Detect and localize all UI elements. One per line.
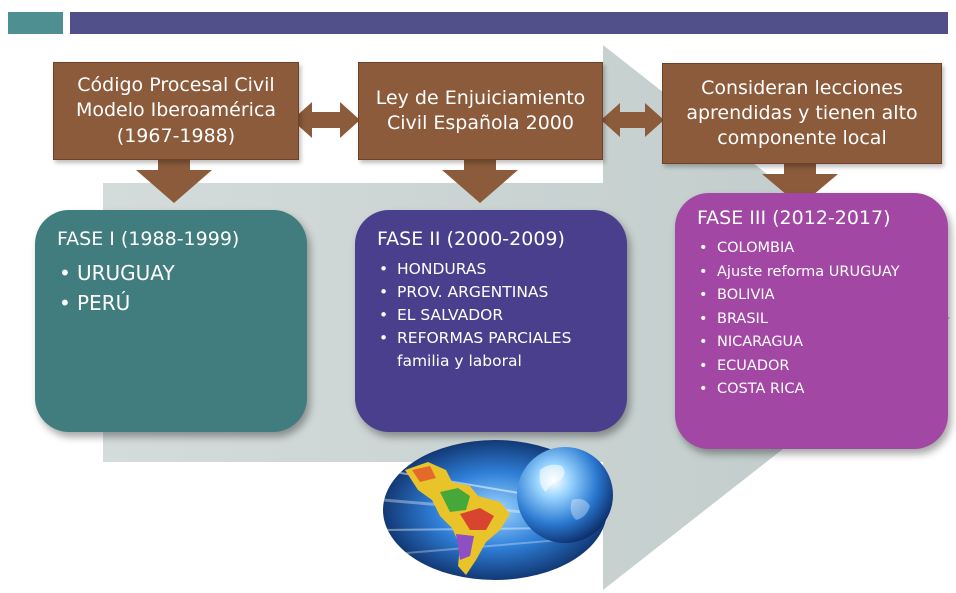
down-arrow-2 [442,158,518,203]
phase-list: HONDURAS PROV. ARGENTINAS EL SALVADOR RE… [377,258,605,373]
phase-box-1: FASE I (1988-1999) URUGUAY PERÚ [35,210,307,432]
header-box-ley-enjuiciamiento: Ley de Enjuiciamiento Civil Española 200… [358,62,603,160]
phase-list: COLOMBIA Ajuste reforma URUGUAY BOLIVIA … [697,237,926,402]
header-box-lecciones: Consideran lecciones aprendidas y tienen… [662,63,942,164]
double-arrow-2 [601,103,664,137]
list-item: REFORMAS PARCIALES familia y laboral [377,327,605,373]
down-arrow-1 [136,158,212,203]
list-item: EL SALVADOR [377,304,605,327]
list-item: COLOMBIA [697,237,926,261]
list-item: HONDURAS [377,258,605,281]
phase-title: FASE III (2012-2017) [697,207,891,229]
phase-box-3: FASE III (2012-2017) COLOMBIA Ajuste ref… [675,193,948,449]
header-box-codigo-procesal: Código Procesal Civil Modelo Iberoaméric… [53,62,299,160]
phase-title: FASE II (2000-2009) [377,228,565,250]
list-item: NICARAGUA [697,331,926,355]
list-item: COSTA RICA [697,378,926,402]
list-item: PROV. ARGENTINAS [377,281,605,304]
phase-box-2: FASE II (2000-2009) HONDURAS PROV. ARGEN… [355,210,627,432]
list-item: BRASIL [697,308,926,332]
down-arrow-3 [762,162,838,206]
list-item: ECUADOR [697,355,926,379]
list-item: PERÚ [57,288,285,318]
top-bar-accent-right [70,12,948,34]
phase-title: FASE I (1988-1999) [57,228,240,250]
list-item: Ajuste reforma URUGUAY [697,261,926,285]
globe-icon [517,447,613,543]
latin-america-map [405,462,510,575]
list-item: BOLIVIA [697,284,926,308]
top-bar-accent-left [8,12,63,34]
phase-list: URUGUAY PERÚ [57,258,285,318]
list-item: URUGUAY [57,258,285,288]
double-arrow-1 [292,102,360,138]
